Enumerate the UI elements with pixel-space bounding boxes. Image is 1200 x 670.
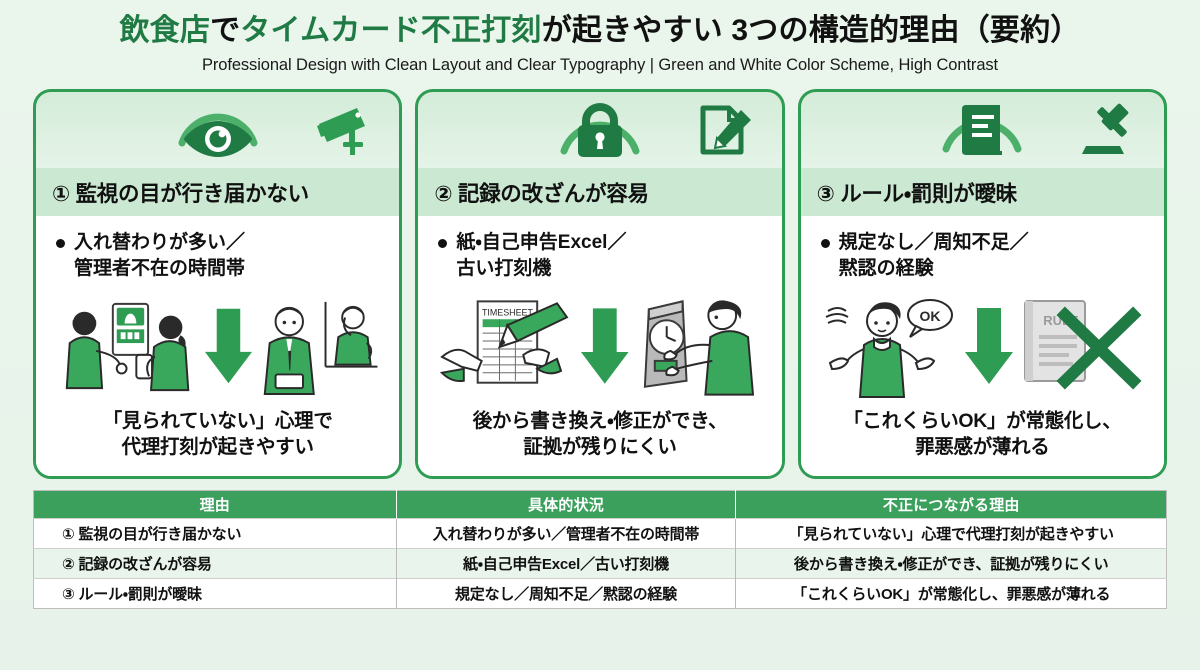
book-icon xyxy=(927,98,1037,162)
bullet-dot-icon xyxy=(438,239,448,248)
table-cell-cause: 「これくらいOK」が常態化し、罪悪感が薄れる xyxy=(735,578,1167,609)
card-2-heading: ② 記録の改ざんが容易 xyxy=(434,181,649,206)
card-3-body: 規定なし／周知不足／ 黙認の経験 xyxy=(800,216,1164,476)
two-staff-at-timeclock-illustration xyxy=(65,303,190,392)
table-header-situation: 具体的状況 xyxy=(396,490,737,519)
page-title: 飲食店でタイムカード不正打刻が起きやすい 3つの構造的理由（要約） xyxy=(18,14,1182,47)
table-cell-cause: 後から書き換え・修正ができ、証拠が残りにくい xyxy=(735,548,1167,579)
card-2-bullet: 紙・自己申告Excel／ 古い打刻機 xyxy=(432,230,767,282)
table-row: ② 記録の改ざんが容易 紙・自己申告Excel／古い打刻機 後から書き換え・修正… xyxy=(33,548,1167,579)
reason-card-2[interactable]: ② 記録の改ざんが容易 紙・自己申告Excel／ 古い打刻機 TIMESHEET xyxy=(415,89,785,479)
gavel-icon xyxy=(1078,100,1140,160)
card-2-conclusion: 後から書き換え・修正ができ、 証拠が残りにくい xyxy=(472,409,728,458)
shrugging-person-ok-illustration: OK xyxy=(825,299,953,399)
card-1-heading: ① 監視の目が行き届かない xyxy=(52,181,309,206)
table-cell-situation: 規定なし／周知不足／黙認の経験 xyxy=(396,578,737,609)
svg-text:OK: OK xyxy=(919,308,940,324)
summary-table-wrapper: 理由 具体的状況 不正につながる理由 ① 監視の目が行き届かない 入れ替わりが多… xyxy=(0,479,1200,609)
table-cell-reason: ① 監視の目が行き届かない xyxy=(33,518,397,549)
title-part-4: が起きやすい 3つの構造的理由（要約） xyxy=(541,14,1081,47)
table-cell-situation: 入れ替わりが多い／管理者不在の時間帯 xyxy=(396,518,737,549)
lock-icon xyxy=(545,98,655,162)
old-punch-clock-illustration xyxy=(643,300,754,396)
card-1-illustration-row xyxy=(50,282,385,407)
down-arrow-icon xyxy=(581,308,629,384)
page-subtitle: Professional Design with Clean Layout an… xyxy=(201,56,999,74)
table-header-row: 理由 具体的状況 不正につながる理由 xyxy=(33,490,1167,519)
title-part-1: 飲食店 xyxy=(119,14,211,47)
page-header: 飲食店でタイムカード不正打刻が起きやすい 3つの構造的理由（要約） Profes… xyxy=(0,0,1200,75)
reason-cards-row: ① 監視の目が行き届かない 入れ替わりが多い／ 管理者不在の時間帯 xyxy=(0,75,1200,479)
card-2-icon-row xyxy=(418,92,781,168)
reason-card-1[interactable]: ① 監視の目が行き届かない 入れ替わりが多い／ 管理者不在の時間帯 xyxy=(33,89,403,479)
timesheet-pencil-illustration: TIMESHEET xyxy=(440,300,569,384)
card-2-illustration-row: TIMESHEET xyxy=(432,282,767,407)
table-header-reason: 理由 xyxy=(33,490,397,519)
reason-card-3[interactable]: ③ ルール・罰則が曖昧 規定なし／周知不足／ 黙認の経験 xyxy=(797,89,1167,479)
down-arrow-icon xyxy=(965,308,1014,385)
card-3-heading: ③ ルール・罰則が曖昧 xyxy=(816,181,1018,206)
bullet-dot-icon xyxy=(820,239,830,248)
table-cell-cause: 「見られていない」心理で代理打刻が起きやすい xyxy=(735,518,1167,549)
card-2-body: 紙・自己申告Excel／ 古い打刻機 TIMESHEET xyxy=(418,216,782,476)
card-1-icon-row xyxy=(36,92,399,168)
card-1-heading-band: ① 監視の目が行き届かない xyxy=(36,168,400,216)
card-3-bullet-text: 規定なし／周知不足／ 黙認の経験 xyxy=(838,232,1029,280)
card-1-bullet-text: 入れ替わりが多い／ 管理者不在の時間帯 xyxy=(74,232,246,280)
security-camera-icon xyxy=(313,100,375,160)
card-3-heading-band: ③ ルール・罰則が曖昧 xyxy=(800,168,1164,216)
card-3-icon-row xyxy=(801,92,1164,168)
table-cell-reason: ③ ルール・罰則が曖昧 xyxy=(33,578,397,609)
table-header-cause: 不正につながる理由 xyxy=(735,490,1167,519)
title-part-2: で xyxy=(210,14,241,47)
table-row: ③ ルール・罰則が曖昧 規定なし／周知不足／黙認の経験 「これくらいOK」が常態… xyxy=(33,578,1167,609)
eye-icon xyxy=(163,98,273,162)
bullet-dot-icon xyxy=(56,239,65,248)
title-part-3: タイムカード不正打刻 xyxy=(240,14,542,47)
card-3-illustration-row: OK RULE xyxy=(815,282,1150,407)
svg-text:TIMESHEET: TIMESHEET xyxy=(482,307,534,317)
card-2-heading-band: ② 記録の改ざんが容易 xyxy=(418,168,782,216)
card-1-bullet: 入れ替わりが多い／ 管理者不在の時間帯 xyxy=(50,230,385,282)
card-3-bullet: 規定なし／周知不足／ 黙認の経験 xyxy=(815,230,1150,282)
table-row: ① 監視の目が行き届かない 入れ替わりが多い／管理者不在の時間帯 「見られていな… xyxy=(33,518,1167,549)
rules-document-crossed-out-illustration: RULE xyxy=(1024,300,1142,390)
card-1-conclusion: 「見られていない」心理で 代理打刻が起きやすい xyxy=(102,409,333,458)
card-2-bullet-text: 紙・自己申告Excel／ 古い打刻機 xyxy=(456,232,627,280)
down-arrow-icon xyxy=(204,308,252,384)
manager-absent-illustration xyxy=(263,302,378,396)
edit-document-icon xyxy=(696,100,758,160)
table-cell-situation: 紙・自己申告Excel／古い打刻機 xyxy=(396,548,737,579)
card-1-body: 入れ替わりが多い／ 管理者不在の時間帯 xyxy=(36,216,400,476)
table-cell-reason: ② 記録の改ざんが容易 xyxy=(33,548,397,579)
summary-table: 理由 具体的状況 不正につながる理由 ① 監視の目が行き届かない 入れ替わりが多… xyxy=(33,490,1167,609)
card-3-conclusion: 「これくらいOK」が常態化し、 罪悪感が薄れる xyxy=(843,409,1122,458)
